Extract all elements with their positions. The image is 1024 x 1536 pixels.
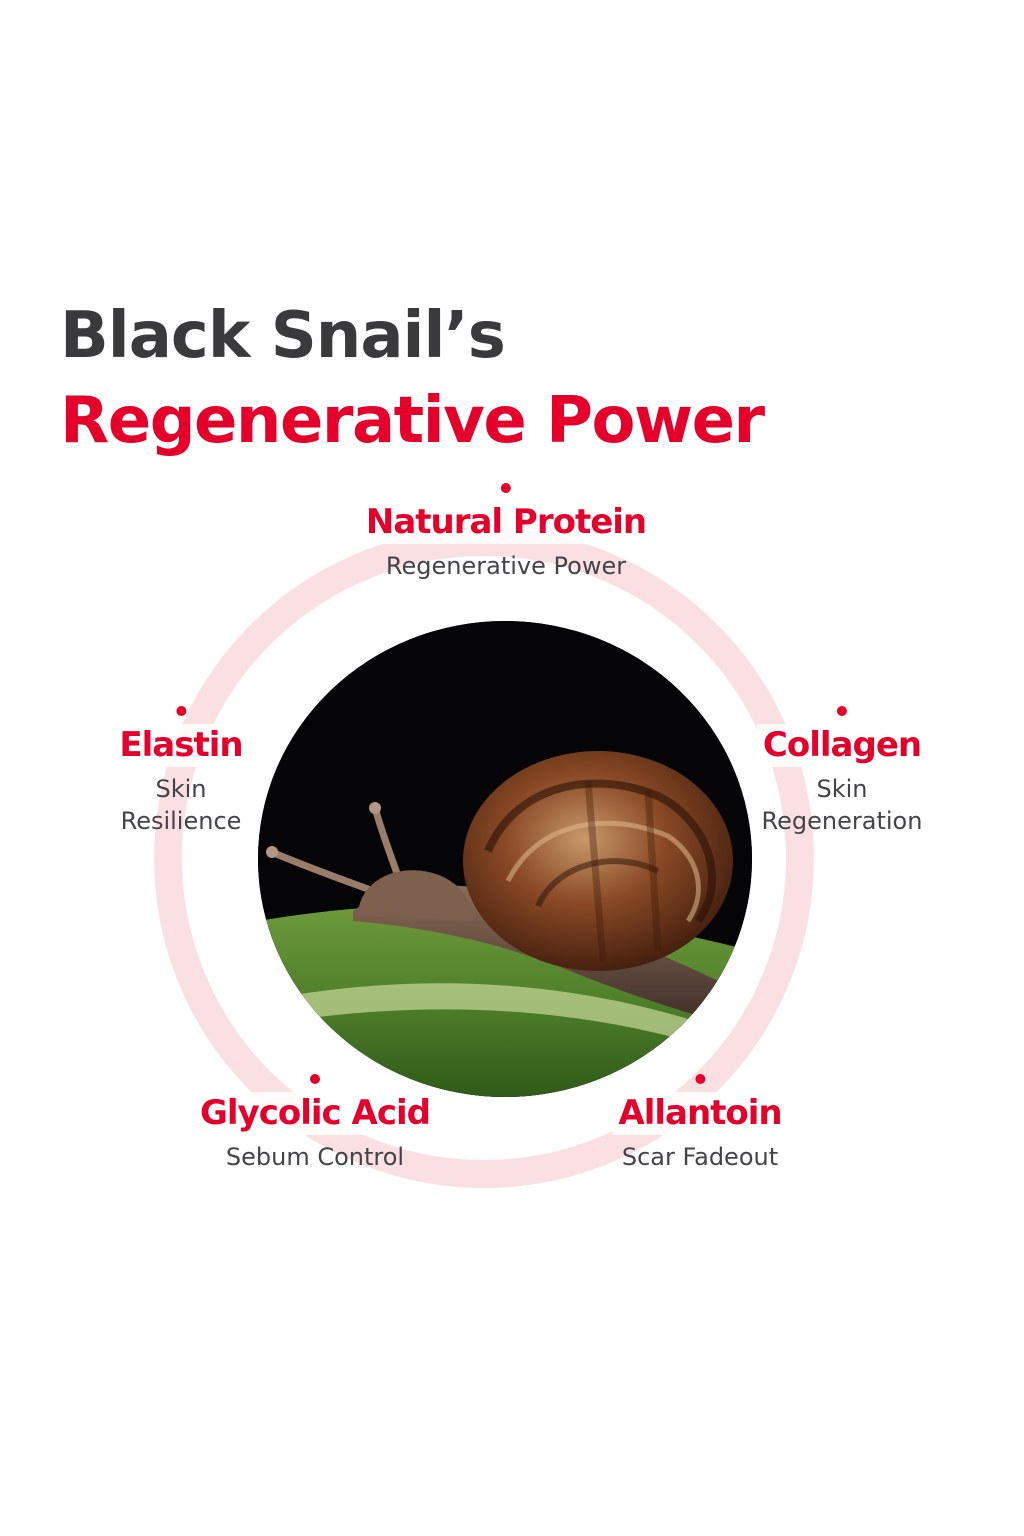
ingredient-benefit: Skin Resilience (120, 774, 242, 835)
ingredient-benefit: Regenerative Power (385, 551, 627, 580)
ingredient-allantoin: Allantoin Scar Fadeout (612, 1074, 788, 1173)
ingredient-glycolic-acid: Glycolic Acid Sebum Control (194, 1074, 436, 1173)
ingredient-elastin: Elastin Skin Resilience (113, 706, 249, 837)
ingredient-benefit: Sebum Control (225, 1142, 405, 1171)
ingredient-benefit: Scar Fadeout (621, 1142, 779, 1171)
marker-dot (836, 706, 847, 716)
marker-dot (695, 1074, 705, 1084)
marker-dot (501, 483, 511, 493)
title-line-2: Regenerative Power (60, 384, 765, 458)
ingredient-name: Glycolic Acid (194, 1092, 436, 1135)
ingredient-name: Natural Protein (359, 501, 653, 544)
ingredient-name: Allantoin (612, 1092, 788, 1135)
snail-photo (258, 621, 752, 1097)
marker-dot (176, 706, 186, 716)
ingredient-name: Collagen (756, 724, 928, 767)
marker-dot (310, 1074, 320, 1084)
title-line-1: Black Snail’s (60, 299, 506, 373)
ingredient-benefit: Skin Regeneration (761, 774, 923, 835)
ingredient-natural-protein: Natural Protein Regenerative Power (359, 483, 653, 582)
ingredient-name: Elastin (113, 724, 249, 767)
ingredient-collagen: Collagen Skin Regeneration (756, 706, 928, 837)
